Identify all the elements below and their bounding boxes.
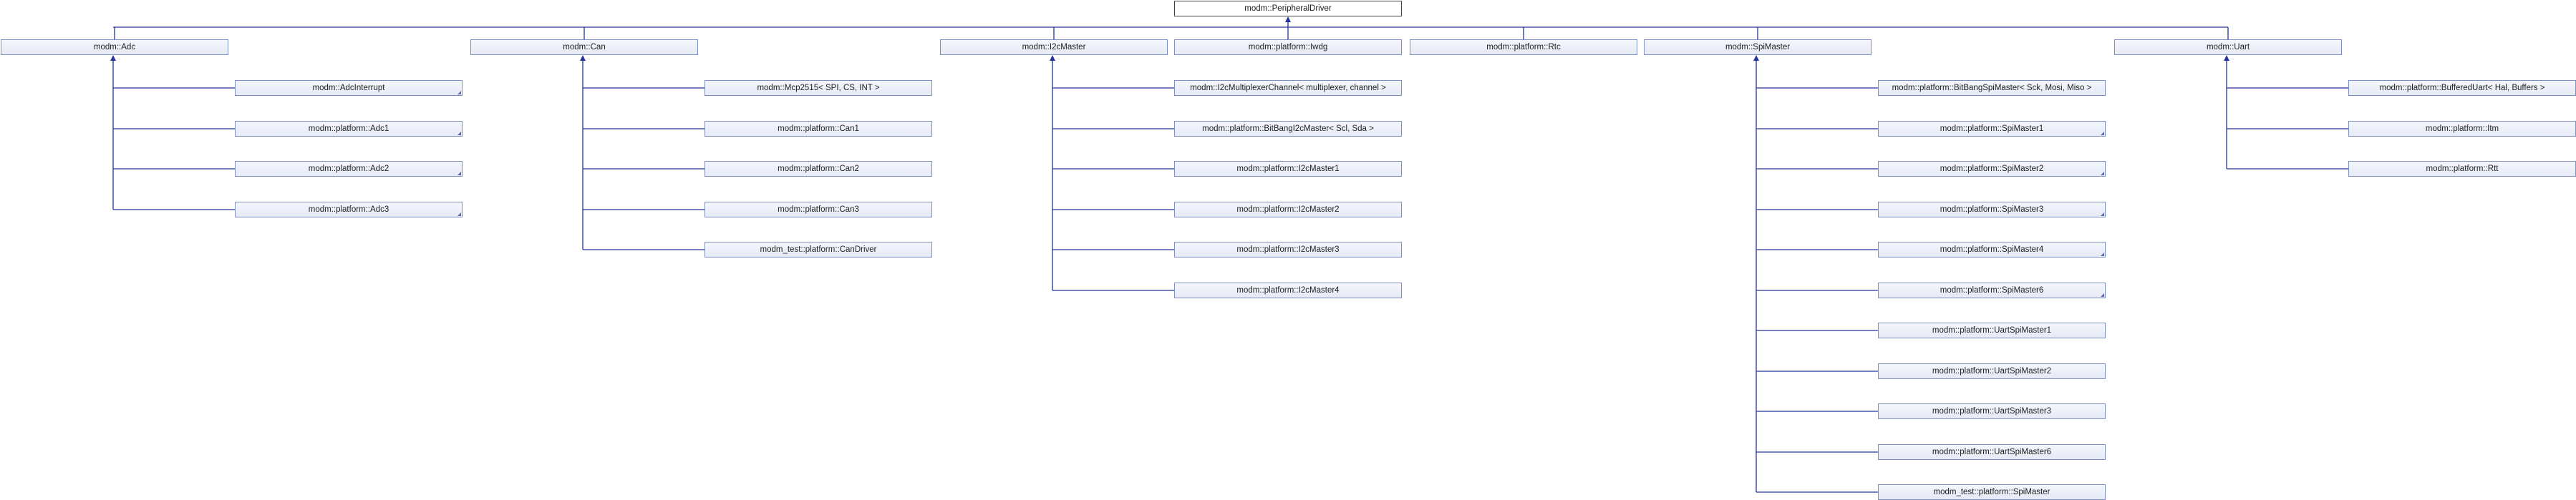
node-modm-test-platform-candriver[interactable]: modm_test::platform::CanDriver [704, 242, 932, 258]
fold-corner-icon [457, 172, 461, 175]
fold-corner-icon [2101, 293, 2104, 297]
column-0-arrow-icon [110, 55, 116, 61]
node-modm-platform-iwdg[interactable]: modm::platform::Iwdg [1174, 39, 1402, 55]
node-label: modm::I2cMaster [1022, 43, 1086, 52]
node-label: modm::platform::Can1 [778, 124, 859, 133]
node-label: modm::platform::Can3 [778, 205, 859, 214]
node-modm-platform-uartspimaster2[interactable]: modm::platform::UartSpiMaster2 [1878, 363, 2106, 379]
node-modm-platform-spimaster4[interactable]: modm::platform::SpiMaster4 [1878, 242, 2106, 258]
node-label: modm::PeripheralDriver [1244, 4, 1332, 13]
node-label: modm_test::platform::SpiMaster [1933, 488, 2050, 496]
node-label: modm::Mcp2515< SPI, CS, INT > [757, 84, 880, 92]
fold-corner-icon [2101, 172, 2104, 175]
column-2-arrow-icon [1050, 55, 1055, 61]
node-label: modm::platform::Iwdg [1248, 43, 1328, 52]
node-label: modm::Uart [2206, 43, 2250, 52]
node-label: modm::platform::SpiMaster3 [1940, 205, 2044, 214]
column-6-arrow-icon [2224, 55, 2229, 61]
node-modm-platform-i2cmaster1[interactable]: modm::platform::I2cMaster1 [1174, 161, 1402, 177]
fold-corner-icon [2101, 253, 2104, 256]
node-modm-platform-itm[interactable]: modm::platform::Itm [2348, 121, 2576, 137]
node-modm-platform-spimaster2[interactable]: modm::platform::SpiMaster2 [1878, 161, 2106, 177]
column-5-arrow-icon [1753, 55, 1759, 61]
node-label: modm::platform::Rtc [1486, 43, 1561, 52]
node-modm-adcinterrupt[interactable]: modm::AdcInterrupt [235, 80, 463, 96]
node-label: modm::platform::Can2 [778, 165, 859, 173]
node-modm-platform-spimaster6[interactable]: modm::platform::SpiMaster6 [1878, 283, 2106, 298]
node-modm-platform-uartspimaster1[interactable]: modm::platform::UartSpiMaster1 [1878, 323, 2106, 338]
node-modm-test-platform-spimaster[interactable]: modm_test::platform::SpiMaster [1878, 484, 2106, 500]
node-modm-platform-rtc[interactable]: modm::platform::Rtc [1410, 39, 1637, 55]
node-modm-platform-rtt[interactable]: modm::platform::Rtt [2348, 161, 2576, 177]
node-label: modm::platform::SpiMaster4 [1940, 245, 2044, 254]
node-modm-platform-i2cmaster3[interactable]: modm::platform::I2cMaster3 [1174, 242, 1402, 258]
node-modm-platform-adc1[interactable]: modm::platform::Adc1 [235, 121, 463, 137]
node-modm-platform-i2cmaster4[interactable]: modm::platform::I2cMaster4 [1174, 283, 1402, 298]
node-label: modm::I2cMultiplexerChannel< multiplexer… [1190, 84, 1386, 92]
node-modm-mcp2515-spi-cs-int[interactable]: modm::Mcp2515< SPI, CS, INT > [704, 80, 932, 96]
node-modm-uart[interactable]: modm::Uart [2114, 39, 2342, 55]
node-label: modm::platform::SpiMaster6 [1940, 286, 2044, 295]
node-label: modm::platform::BitBangI2cMaster< Scl, S… [1202, 124, 1374, 133]
node-modm-platform-i2cmaster2[interactable]: modm::platform::I2cMaster2 [1174, 202, 1402, 217]
root-arrow-icon [1285, 16, 1291, 22]
node-modm-peripheraldriver[interactable]: modm::PeripheralDriver [1174, 1, 1402, 16]
node-label: modm::platform::SpiMaster2 [1940, 165, 2044, 173]
node-label: modm::platform::Rtt [2426, 165, 2499, 173]
node-label: modm::platform::UartSpiMaster3 [1932, 407, 2052, 416]
node-label: modm::Can [563, 43, 606, 52]
fold-corner-icon [2101, 212, 2104, 216]
node-modm-platform-uartspimaster3[interactable]: modm::platform::UartSpiMaster3 [1878, 403, 2106, 419]
node-modm-platform-can2[interactable]: modm::platform::Can2 [704, 161, 932, 177]
node-modm-platform-can3[interactable]: modm::platform::Can3 [704, 202, 932, 217]
node-modm-can[interactable]: modm::Can [470, 39, 698, 55]
node-modm-platform-spimaster1[interactable]: modm::platform::SpiMaster1 [1878, 121, 2106, 137]
node-modm-platform-bitbangi2cmaster-scl-sda[interactable]: modm::platform::BitBangI2cMaster< Scl, S… [1174, 121, 1402, 137]
node-label: modm::platform::Itm [2425, 124, 2499, 133]
node-modm-adc[interactable]: modm::Adc [1, 39, 228, 55]
node-modm-platform-bitbangspimaster-sck-mosi-miso[interactable]: modm::platform::BitBangSpiMaster< Sck, M… [1878, 80, 2106, 96]
node-modm-i2cmaster[interactable]: modm::I2cMaster [940, 39, 1168, 55]
node-modm-platform-adc3[interactable]: modm::platform::Adc3 [235, 202, 463, 217]
node-modm-platform-buffereduart-hal-buffers[interactable]: modm::platform::BufferedUart< Hal, Buffe… [2348, 80, 2576, 96]
node-label: modm::platform::SpiMaster1 [1940, 124, 2044, 133]
node-label: modm::platform::BufferedUart< Hal, Buffe… [2379, 84, 2545, 92]
node-label: modm::platform::I2cMaster1 [1236, 165, 1340, 173]
node-label: modm::platform::I2cMaster4 [1236, 286, 1340, 295]
node-label: modm::Adc [93, 43, 136, 52]
node-label: modm::platform::UartSpiMaster6 [1932, 448, 2052, 456]
node-modm-platform-adc2[interactable]: modm::platform::Adc2 [235, 161, 463, 177]
fold-corner-icon [457, 132, 461, 135]
node-label: modm_test::platform::CanDriver [760, 245, 877, 254]
node-modm-platform-spimaster3[interactable]: modm::platform::SpiMaster3 [1878, 202, 2106, 217]
node-label: modm::platform::I2cMaster3 [1236, 245, 1340, 254]
node-label: modm::platform::I2cMaster2 [1236, 205, 1340, 214]
column-1-arrow-icon [580, 55, 586, 61]
node-label: modm::AdcInterrupt [312, 84, 385, 92]
node-label: modm::platform::Adc1 [308, 124, 389, 133]
node-label: modm::platform::Adc3 [308, 205, 389, 214]
node-modm-spimaster[interactable]: modm::SpiMaster [1644, 39, 1872, 55]
node-modm-platform-uartspimaster6[interactable]: modm::platform::UartSpiMaster6 [1878, 444, 2106, 460]
node-label: modm::platform::BitBangSpiMaster< Sck, M… [1892, 84, 2092, 92]
fold-corner-icon [457, 212, 461, 216]
fold-corner-icon [457, 91, 461, 94]
node-modm-i2cmultiplexerchannel-multiplexer-channel[interactable]: modm::I2cMultiplexerChannel< multiplexer… [1174, 80, 1402, 96]
node-label: modm::platform::Adc2 [308, 165, 389, 173]
node-label: modm::platform::UartSpiMaster1 [1932, 326, 2052, 335]
node-label: modm::SpiMaster [1725, 43, 1791, 52]
fold-corner-icon [2101, 132, 2104, 135]
node-label: modm::platform::UartSpiMaster2 [1932, 367, 2052, 376]
node-modm-platform-can1[interactable]: modm::platform::Can1 [704, 121, 932, 137]
